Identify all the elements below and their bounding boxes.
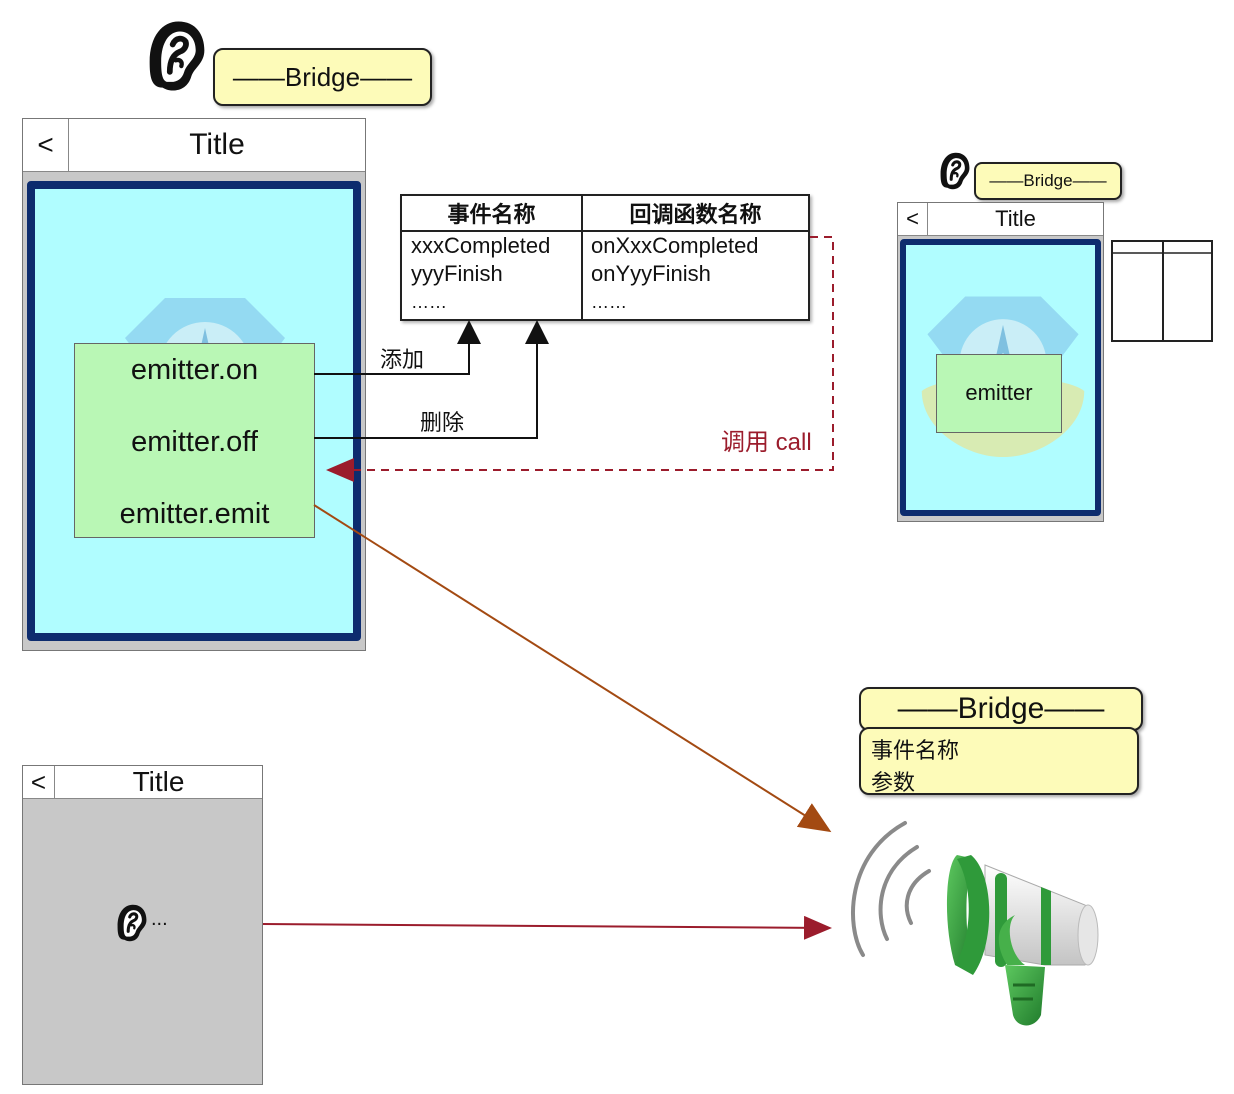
call-arrow [326, 236, 834, 482]
bottom-left-page-mockup: < Title ... [22, 765, 263, 1085]
bridge-payload-box: 事件名称 参数 [859, 727, 1139, 795]
back-button[interactable]: < [23, 766, 55, 798]
page-title: Title [995, 206, 1036, 231]
bridge-label-main: ——Bridge—— [213, 48, 432, 106]
callback-name-header: 回调函数名称 [629, 202, 762, 227]
bridge-label-bottom: ——Bridge—— [859, 687, 1143, 731]
remove-arrow [314, 320, 549, 439]
emitter-label: emitter [965, 380, 1033, 405]
megaphone-icon [851, 821, 1099, 1026]
callback-name-cell: onYyyFinish [591, 261, 711, 286]
ear-icon [116, 903, 148, 943]
navigation-bar: < Title [898, 203, 1103, 236]
page-title: Title [132, 766, 185, 797]
main-page-mockup: < Title emitter.on emitter.off emitter.e… [22, 118, 366, 651]
emitter-api-box: emitter.on emitter.off emitter.emit [74, 343, 315, 538]
back-button[interactable]: < [23, 119, 69, 171]
add-arrow [314, 320, 481, 375]
emitter-on-label: emitter.on [130, 354, 259, 386]
callback-name-cell: …… [591, 292, 627, 312]
navigation-bar: < Title [23, 766, 262, 799]
callback-name-cell: onXxxCompleted [591, 233, 759, 258]
listener-arrow [261, 915, 832, 940]
payload-params: 参数 [871, 770, 916, 795]
ear-icon [939, 151, 971, 191]
emitter-off-label: emitter.off [131, 426, 258, 458]
payload-event-name: 事件名称 [871, 738, 960, 763]
event-name-cell: xxxCompleted [411, 233, 551, 258]
remove-label: 删除 [420, 410, 465, 435]
add-label: 添加 [380, 347, 425, 372]
right-page-mockup: < Title emitter [897, 202, 1104, 522]
back-button[interactable]: < [898, 203, 928, 235]
navigation-bar: < Title [23, 119, 365, 172]
emitter-box: emitter [936, 354, 1062, 433]
bridge-label-small: ——Bridge—— [974, 162, 1122, 200]
emit-arrow [313, 504, 832, 833]
page-title: Title [189, 128, 245, 161]
listener-ellipsis: ... [151, 908, 168, 930]
event-table: 事件名称 回调函数名称 xxxCompleted yyyFinish …… on… [400, 194, 810, 321]
empty-event-table [1111, 240, 1213, 342]
event-name-cell: yyyFinish [411, 261, 503, 286]
event-name-header: 事件名称 [447, 202, 536, 227]
event-name-cell: …… [411, 292, 447, 312]
call-label: 调用 call [721, 429, 812, 456]
emitter-emit-label: emitter.emit [119, 498, 270, 530]
